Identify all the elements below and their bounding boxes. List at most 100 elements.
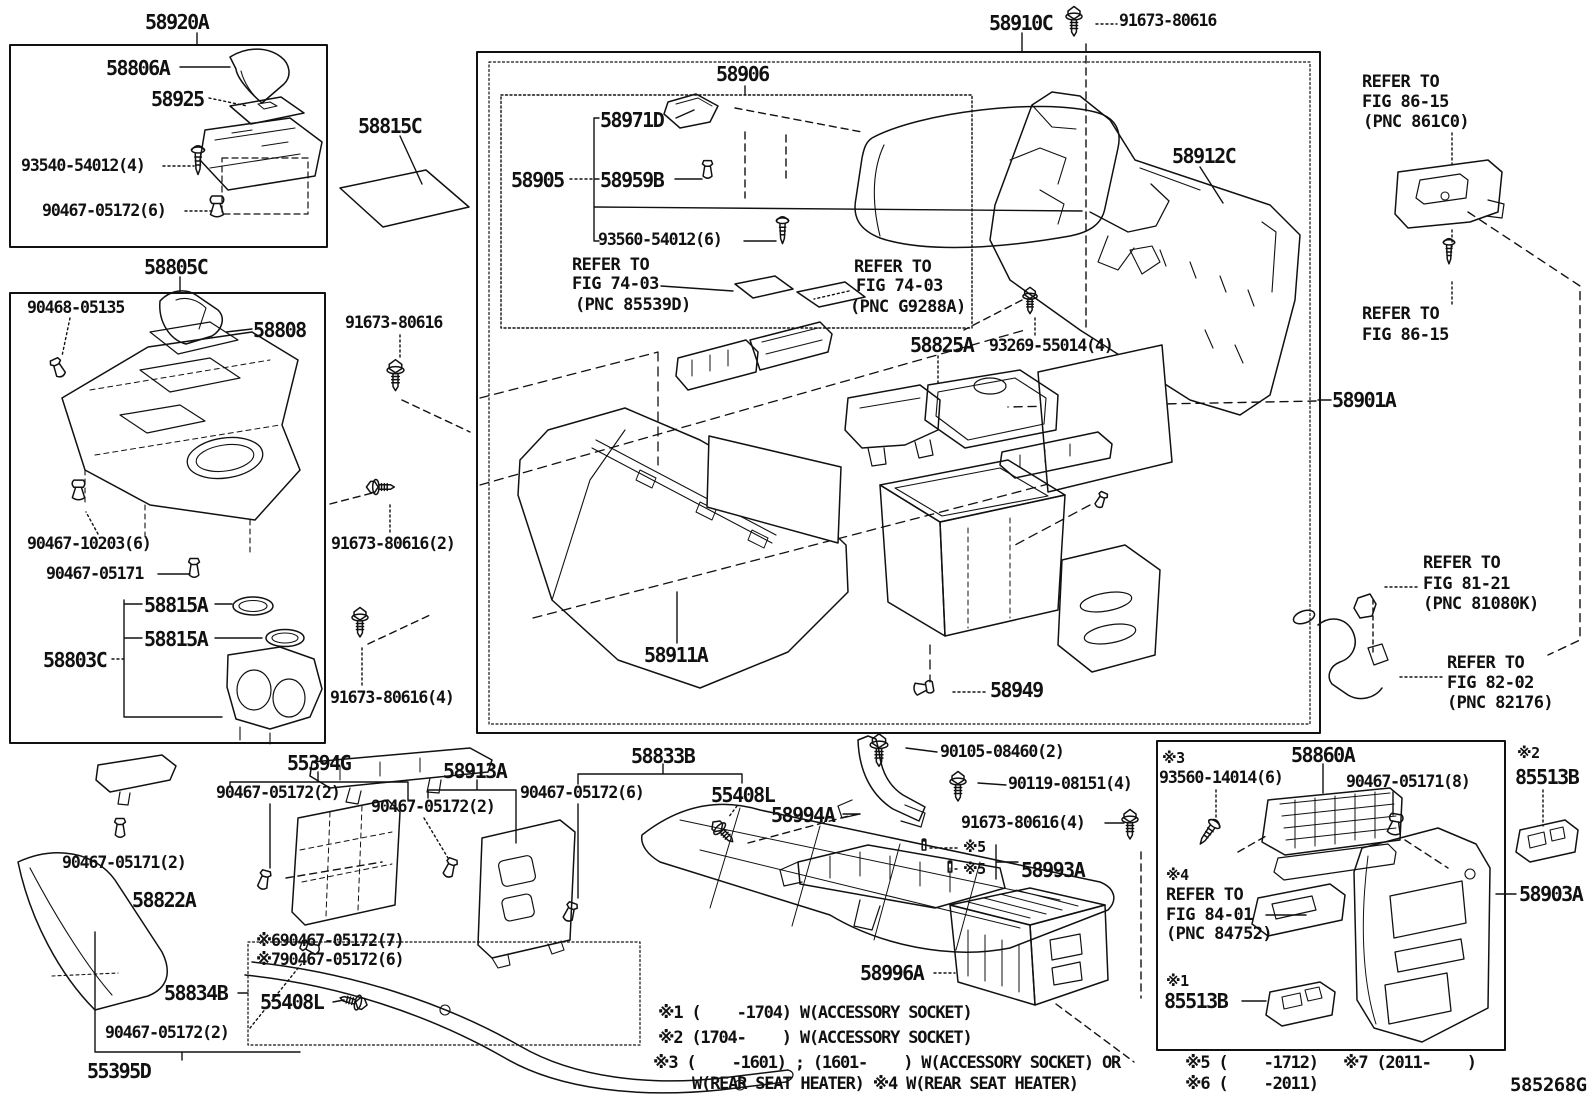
part-label: 58803C [43,648,108,672]
part-label: 58833B [631,744,696,768]
part-label: 58913A [443,759,508,783]
trim-58834b [245,962,793,1093]
rail-strip [1000,432,1112,478]
part-label: FIG 74-03 [572,274,659,294]
part-label: 55408L [260,990,325,1014]
part-label: 58822A [132,888,197,912]
part-label: FIG 86-15 [1362,92,1449,112]
part-label: 58920A [145,10,210,34]
part-label: W(REAR SEAT HEATER) ※4 W(REAR SEAT HEATE… [692,1074,1079,1094]
part-label: ※1 ( -1704) W(ACCESSORY SOCKET) [658,1003,973,1023]
strip-55394g [310,748,492,804]
connector-fig81-21 [1354,594,1376,618]
part-label: 58906 [716,62,770,86]
shift-boot-58808 [150,291,238,354]
console-rear-panel-58912c [990,92,1300,415]
plate-58993a [780,845,1005,930]
part-label: REFER TO [572,255,650,275]
part-label: 585268G [1510,1074,1587,1096]
part-label: 58815A [144,627,209,651]
part-label: 58971D [600,108,665,132]
part-label: 55394G [287,751,352,775]
bracket-fig86-15 [1395,160,1504,228]
group-box-main-inner [489,62,1310,724]
part-label: 90467-05172(6) [520,783,645,802]
panel-55395d [18,853,167,1010]
harness-fig82-02 [1292,608,1388,699]
armrest-lid-58906 [855,106,1169,274]
divider-panel-center [707,436,841,543]
part-label: ※3 ( -1601) ; (1601- ) W(ACCESSORY SOCKE… [653,1053,1121,1073]
part-label: 90468-05135 [27,298,125,317]
part-label: 58996A [860,961,925,985]
part-label: 90467-05172(2) [105,1023,230,1042]
part-label: 90119-08151(4) [1008,774,1133,793]
part-label: 91673-80616 [1119,11,1217,30]
grid-panel-55394g [292,800,400,925]
bracket-58994a [838,736,925,827]
part-label: REFER TO [1447,653,1525,673]
tray-58825a [925,370,1058,448]
part-label: 58815A [144,593,209,617]
part-label: ※690467-05172(7) [256,931,405,950]
part-label: 58949 [990,678,1044,702]
bracket-under-tray [845,385,940,466]
part-label: (PNC 81080K) [1423,594,1539,614]
part-label: 93560-14014(6) [1159,768,1284,787]
part-label: ※1 [1166,972,1189,990]
part-label: 55408L [711,783,776,807]
part-label: 91673-80616(2) [331,534,456,553]
part-label: 58805C [144,255,209,279]
part-label: ※2 (1704- ) W(ACCESSORY SOCKET) [658,1028,973,1048]
panel-58913a [478,820,575,968]
switch-85513b-top [1516,820,1578,862]
part-label: ※5 [963,860,986,878]
vent-58860a [1262,788,1402,880]
part-label: FIG 81-21 [1423,574,1510,594]
part-label: ※4 [1166,866,1189,884]
part-label: 58808 [253,318,307,342]
group-box-58920a [10,45,327,247]
part-label: ※5 [963,838,986,856]
side-plate-with-slots [1058,545,1160,672]
part-label: 58911A [644,643,709,667]
part-label: ※2 [1517,744,1540,762]
part-label: 90105-08460(2) [940,742,1065,761]
part-label: 58905 [511,168,565,192]
part-label: 55395D [87,1059,152,1083]
storage-box-body [880,460,1065,636]
part-label: 91673-80616 [345,313,443,332]
console-body-58911a [518,408,848,688]
cup-holder-58803c [227,647,322,744]
part-label: REFER TO [854,257,932,277]
part-label: 85513B [1164,989,1229,1013]
part-label: 58815C [358,114,423,138]
part-label: 93560-54012(6) [598,230,723,249]
bracket-fig84-01 [1252,884,1345,936]
part-label: 91673-80616(4) [961,813,1086,832]
felt-plates-fig74 [735,276,865,307]
reinforcement-strips [676,322,832,390]
plate-58925 [230,97,304,124]
part-label: 58993A [1021,858,1086,882]
part-label: 58959B [600,168,665,192]
part-label: (PNC 861C0) [1363,112,1470,132]
part-label: 58910C [989,11,1054,35]
part-label: 58994A [771,803,836,827]
part-label: 91673-80616(4) [330,688,455,707]
switch-85513b-bottom [1266,982,1335,1026]
part-label: FIG 74-03 [856,276,943,296]
part-label: 90467-05171 [46,564,144,583]
part-label: (PNC 85539D) [575,295,691,315]
part-label: 90467-05171(2) [62,853,187,872]
part-label: 58834B [164,981,229,1005]
group-box-58805c [10,293,325,743]
upper-panel-58805c [62,332,300,552]
part-label: REFER TO [1362,72,1440,92]
part-label: 58901A [1332,388,1397,412]
part-label: ※7 (2011- ) [1343,1053,1477,1073]
heater-unit-58996a [950,888,1108,1005]
hinge-part-58971d [664,94,718,128]
part-label: FIG 86-15 [1362,325,1449,345]
